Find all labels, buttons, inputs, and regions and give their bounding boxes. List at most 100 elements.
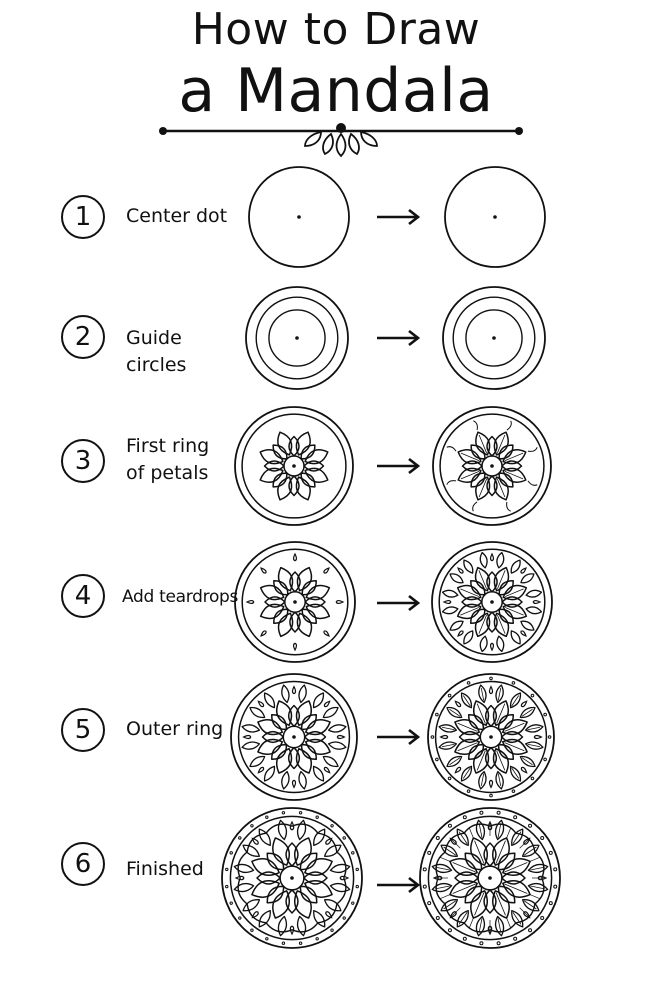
center-dot — [492, 336, 496, 340]
inner-petal — [287, 746, 301, 770]
ornament-dot — [553, 867, 558, 872]
inner-petal — [474, 612, 491, 638]
step-6: 6 Finished — [0, 806, 672, 954]
petal-vein — [480, 773, 485, 787]
outer-petal — [327, 741, 347, 750]
inner-petal — [464, 885, 483, 904]
inner-petal — [498, 608, 514, 624]
accent-stroke — [446, 446, 457, 452]
petal-vein — [452, 883, 476, 894]
right-arrow-icon — [377, 728, 421, 746]
inner-petal — [467, 743, 485, 761]
outer-circle — [419, 807, 561, 949]
step-label: Add teardrops — [122, 587, 239, 607]
mandala-after — [432, 406, 552, 526]
step-1: 1 Center dot — [0, 165, 672, 269]
inner-petal — [300, 472, 316, 488]
outer-petal — [258, 909, 271, 928]
outer-petal — [521, 844, 540, 857]
mandala-group — [419, 807, 561, 949]
teardrop — [251, 837, 259, 845]
inner-petal — [492, 700, 509, 727]
step-number: 3 — [61, 439, 105, 483]
inner-petal — [272, 837, 290, 866]
petal-vein — [476, 703, 486, 724]
teardrop — [335, 599, 345, 605]
right-arrow-icon — [377, 594, 421, 612]
accent-stroke — [527, 447, 538, 452]
hatch-line — [519, 839, 529, 849]
accent-stroke — [446, 480, 457, 485]
outer-petal — [277, 915, 288, 937]
inner-petal — [276, 700, 293, 727]
inner-petal — [289, 611, 301, 633]
petal-vein — [478, 478, 488, 498]
ornament-dot — [281, 811, 286, 815]
inner-petal — [301, 608, 317, 624]
teardrop — [251, 911, 259, 919]
inner-petal — [501, 871, 526, 885]
teardrop — [439, 734, 449, 740]
mandala-group — [245, 286, 349, 390]
hatch-line — [451, 907, 461, 917]
step-label-line: First ring — [126, 435, 210, 457]
center-dot — [297, 215, 301, 219]
outer-petal — [258, 828, 271, 847]
ornament-dot — [265, 815, 269, 819]
ornament-dot — [355, 884, 359, 889]
outer-petal — [460, 765, 473, 782]
inner-petal — [261, 730, 285, 744]
inner-petal — [301, 580, 317, 596]
inner-petal — [259, 467, 284, 483]
mandala-group — [248, 166, 350, 268]
ornament-dot — [330, 928, 334, 932]
petal-vein — [504, 742, 525, 752]
mandala-group — [444, 166, 546, 268]
ornament-dot — [315, 937, 319, 941]
inner-petal — [263, 460, 285, 472]
teardrop — [336, 734, 346, 740]
step-label: Guide circles — [126, 327, 187, 376]
inner-petal — [461, 596, 483, 608]
mandala-group — [230, 673, 358, 801]
inner-petal — [501, 596, 523, 608]
inner-petal — [300, 444, 316, 460]
outer-petal — [456, 909, 469, 928]
petal-vein — [497, 570, 506, 590]
outer-petal — [263, 692, 276, 709]
inner-petal — [484, 746, 498, 770]
outer-petal — [496, 635, 505, 653]
hatch-line — [519, 907, 529, 917]
inner-petal — [486, 611, 498, 633]
inner-border-circle — [427, 815, 553, 941]
ornament-dot — [351, 851, 355, 855]
outer-petal — [463, 559, 474, 574]
inner-petal — [493, 566, 510, 592]
petal-vein — [478, 614, 487, 634]
ornament-dot — [496, 941, 501, 946]
ornament-dot — [447, 928, 452, 933]
inner-petal — [270, 743, 288, 761]
ornament-dot — [229, 901, 233, 905]
petal-vein — [452, 862, 476, 873]
center-dot — [493, 215, 497, 219]
outer-petal — [509, 765, 522, 782]
inner-petal — [486, 571, 498, 593]
teardrop — [520, 567, 527, 574]
teardrop — [260, 630, 267, 637]
inner-petal — [272, 472, 288, 488]
inner-petal — [303, 460, 325, 472]
hatch-line — [528, 856, 541, 863]
petal-vein — [504, 607, 524, 616]
inner-petal — [303, 730, 327, 744]
ornament-dot — [422, 867, 427, 872]
mandala-group — [442, 286, 546, 390]
petal-vein — [462, 767, 471, 779]
outer-petal — [478, 684, 487, 704]
step-number: 1 — [61, 195, 105, 239]
outer-petal — [449, 620, 464, 631]
outer-circle — [230, 673, 358, 801]
ornament-dot — [548, 901, 553, 906]
inner-petal — [486, 435, 498, 457]
inner-petal — [497, 743, 515, 761]
